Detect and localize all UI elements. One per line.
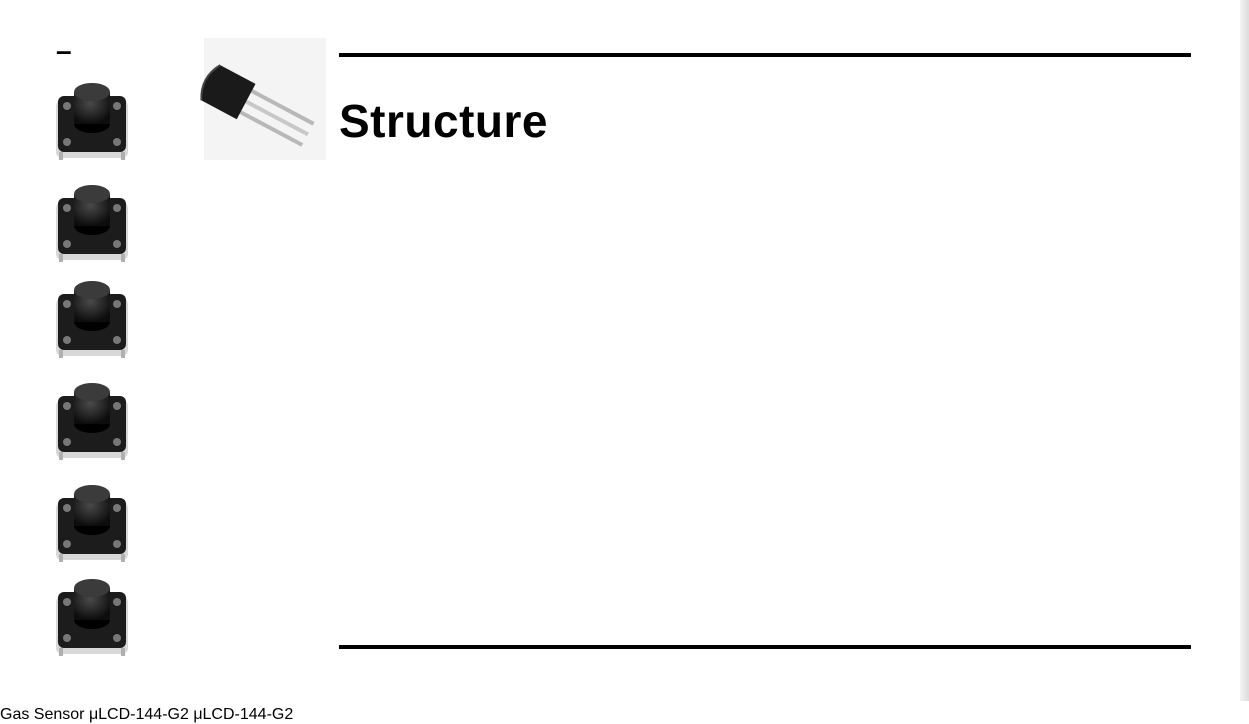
pushbutton-icon [56, 579, 128, 656]
slide-canvas: – Gas [0, 35, 1191, 723]
pushbutton-icon [56, 185, 128, 262]
lcd-display-icon: μLCD-144-G2 μLCD-144-G2 [89, 706, 293, 723]
slide-title: Structure [339, 95, 548, 147]
lcd-back-label: μLCD-144-G2 [88, 706, 189, 723]
right-edge-shadow [1240, 0, 1249, 701]
structure-diagram: – [56, 35, 1191, 656]
pushbutton-icon [56, 281, 128, 358]
lcd-label: μLCD-144-G2 [193, 706, 294, 723]
gas-sensor-icon: Gas Sensor [0, 706, 89, 723]
pushbutton-icon [56, 485, 128, 562]
temperature-sensor-icon [200, 38, 326, 160]
pushbutton-icon [56, 383, 128, 460]
corner-mark: – [56, 35, 72, 66]
pushbutton-icon [56, 83, 128, 160]
gas-sensor-label: Gas Sensor [0, 706, 85, 723]
